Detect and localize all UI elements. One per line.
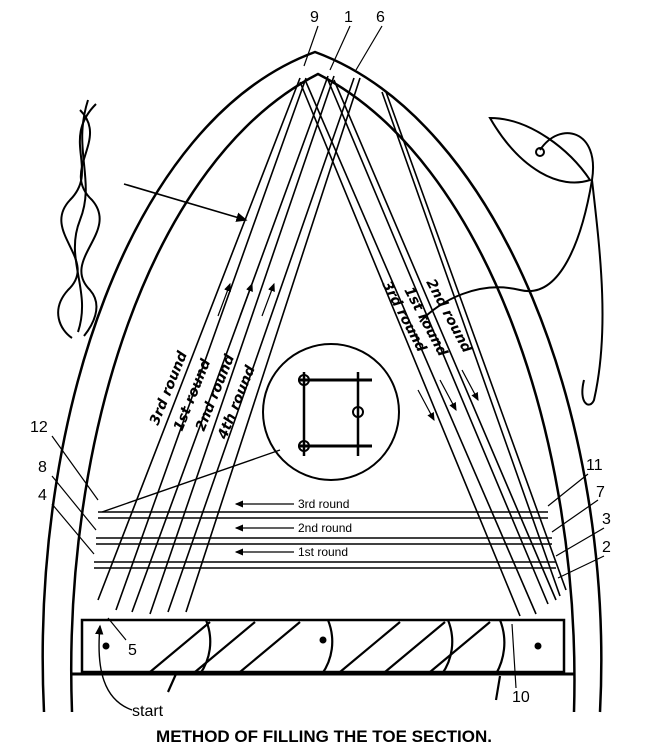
crossbar-lace <box>149 619 506 701</box>
label-1: 1 <box>344 9 353 26</box>
lacing-needle-icon <box>419 116 604 406</box>
left-diagonal-arrows <box>217 282 275 317</box>
label-12: 12 <box>30 419 48 436</box>
label-7: 7 <box>596 484 605 501</box>
start-label: start <box>132 703 164 720</box>
horizontal-1st-round: 1st round <box>298 545 348 559</box>
label-3: 3 <box>602 511 611 528</box>
label-8: 8 <box>38 459 47 476</box>
label-leaders <box>51 25 605 689</box>
snowshoe-frame <box>41 50 603 713</box>
label-9: 9 <box>310 9 319 26</box>
figure-caption: METHOD OF FILLING THE TOE SECTION. <box>156 727 492 746</box>
right-diagonal-arrows <box>417 369 479 422</box>
toe-crossbar <box>72 618 574 676</box>
horizontal-round-arrows <box>234 500 294 556</box>
horizontal-2nd-round: 2nd round <box>298 521 352 535</box>
braided-lace-icon <box>57 99 101 339</box>
label-6: 6 <box>376 9 385 26</box>
label-2: 2 <box>602 539 611 556</box>
horizontal-strands <box>94 511 556 569</box>
pointer-arrow <box>123 183 248 222</box>
knot-detail-magnifier <box>101 343 400 513</box>
start-arrow <box>95 624 133 711</box>
horizontal-3rd-round: 3rd round <box>298 497 349 511</box>
label-11: 11 <box>586 457 603 474</box>
label-10: 10 <box>512 689 530 706</box>
label-5: 5 <box>128 642 137 659</box>
label-4: 4 <box>38 487 47 504</box>
diagonal-strands <box>97 75 567 617</box>
